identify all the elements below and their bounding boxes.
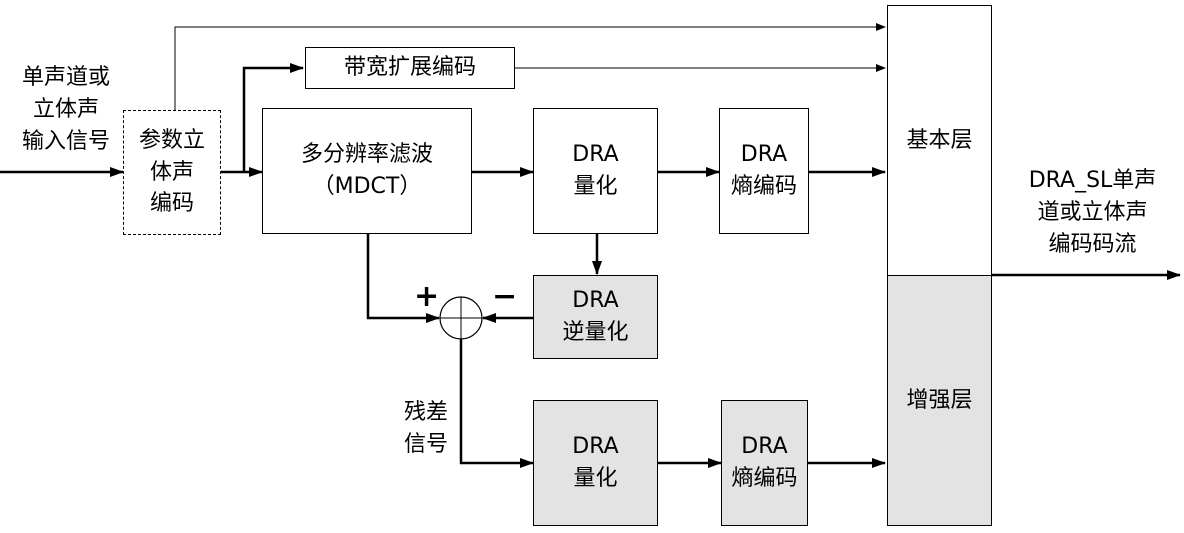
minus-sign: −	[492, 279, 518, 314]
base-layer-block: 基本层	[887, 5, 992, 276]
input-signal-label: 单声道或 立体声 输入信号	[21, 65, 110, 154]
output-bitstream-label: DRA_SL单声 道或立体声 编码码流	[1028, 168, 1157, 257]
residual-signal-label: 残差 信号	[403, 400, 448, 457]
entropy-coding-block: DRA 熵编码	[719, 108, 809, 234]
filter-to-summer-arrow	[366, 233, 440, 323]
plus-sign: +	[414, 279, 440, 314]
residual-quantization-block: DRA 量化	[533, 400, 658, 526]
residual-arrow	[459, 339, 534, 468]
bandwidth-extension-block: 带宽扩展编码	[305, 47, 515, 89]
bypass-arrow	[174, 23, 886, 110]
split-to-bwe-arrow	[242, 63, 304, 172]
residual-entropy-coding-block: DRA 熵编码	[721, 400, 808, 526]
quantization-block: DRA 量化	[533, 108, 658, 234]
parametric-stereo-block: 参数立 体声 编码	[123, 110, 221, 235]
enhancement-layer-block: 增强层	[887, 275, 992, 526]
filterbank-block: 多分辨率滤波 （MDCT）	[262, 108, 472, 234]
inverse-quantization-block: DRA 逆量化	[533, 275, 658, 359]
